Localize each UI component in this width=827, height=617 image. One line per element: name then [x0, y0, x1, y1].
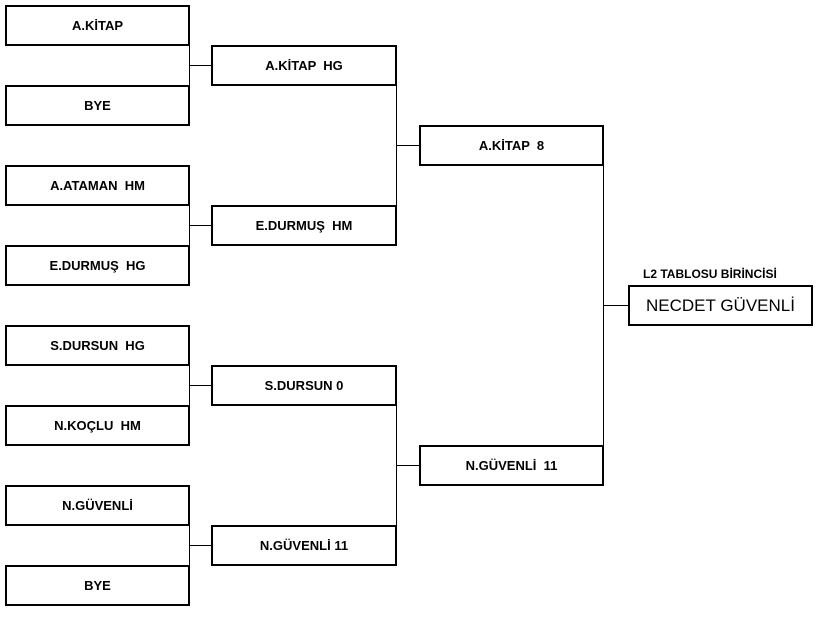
- champion-caption: L2 TABLOSU BİRİNCİSİ: [643, 267, 777, 281]
- round2-slot: N.GÜVENLİ 11: [211, 525, 397, 566]
- round3-slot: N.GÜVENLİ 11: [419, 445, 604, 486]
- round1-slot: N.GÜVENLİ: [5, 485, 190, 526]
- round1-slot: E.DURMUŞ HG: [5, 245, 190, 286]
- round1-slot: BYE: [5, 85, 190, 126]
- round2-slot: A.KİTAP HG: [211, 45, 397, 86]
- round2-slot: S.DURSUN 0: [211, 365, 397, 406]
- round3-slot: A.KİTAP 8: [419, 125, 604, 166]
- round1-slot: A.KİTAP: [5, 5, 190, 46]
- round1-slot: A.ATAMAN HM: [5, 165, 190, 206]
- round1-slot: N.KOÇLU HM: [5, 405, 190, 446]
- round1-slot: BYE: [5, 565, 190, 606]
- round2-slot: E.DURMUŞ HM: [211, 205, 397, 246]
- round1-slot: S.DURSUN HG: [5, 325, 190, 366]
- champion-box: NECDET GÜVENLİ: [628, 285, 813, 326]
